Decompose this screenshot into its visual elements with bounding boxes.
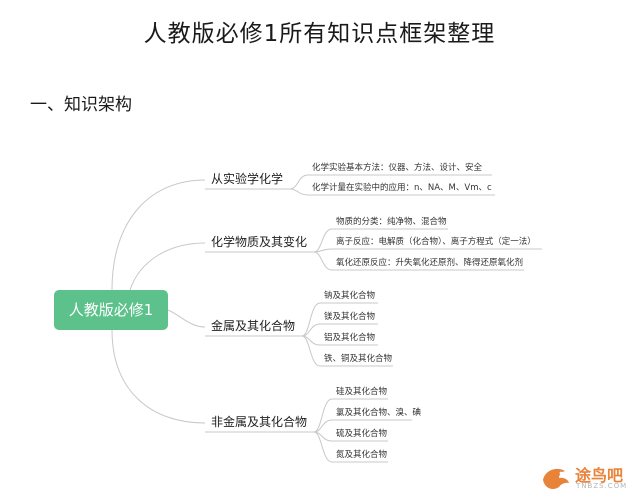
branch-node-2[interactable]: 化学物质及其变化: [211, 235, 308, 249]
connector-root-branch-3: [167, 309, 206, 328]
connector-b4-l1: [313, 398, 333, 433]
leaf-node[interactable]: 氧化还原反应：升失氧化还原剂、降得还原氧化剂: [336, 258, 524, 268]
connector-b4-l4: [313, 431, 333, 463]
leaf-node[interactable]: 钠及其化合物: [324, 291, 376, 301]
watermark-text: 途鸟吧: [575, 466, 624, 485]
branch-node-4[interactable]: 非金属及其化合物: [211, 415, 308, 429]
connector-root-branch-2: [129, 242, 206, 291]
leaf-node[interactable]: 镁及其化合物: [324, 312, 376, 322]
leaf-node[interactable]: 氯及其化合物、溴、碘: [336, 408, 422, 418]
leaf-node[interactable]: 铝及其化合物: [324, 333, 376, 343]
leaf-node[interactable]: 离子反应：电解质（化合物）、离子方程式（定一法）: [336, 237, 536, 247]
connector-b2-l1: [313, 228, 333, 253]
connector-b3-l2: [301, 323, 321, 337]
connector-b3-l4: [301, 335, 321, 367]
leaf-node[interactable]: 化学实验基本方法：仪器、方法、设计、安全: [312, 163, 483, 173]
connector-b3-l1: [301, 302, 321, 337]
connector-b1-l1: [289, 174, 309, 190]
leaf-node[interactable]: 氮及其化合物: [336, 450, 388, 460]
leaf-node[interactable]: 硅及其化合物: [336, 387, 388, 397]
bird-logo-icon: [543, 468, 569, 489]
leaf-node[interactable]: 物质的分类：纯净物、混合物: [336, 217, 447, 227]
branch-node-3[interactable]: 金属及其化合物: [211, 319, 296, 333]
leaf-node[interactable]: 硫及其化合物: [336, 429, 388, 439]
root-node[interactable]: 人教版必修1: [54, 290, 168, 330]
leaf-node[interactable]: 化学计量在实验中的应用：n、NA、M、Vm、c: [312, 183, 492, 193]
connector-b1-l2: [289, 188, 309, 196]
section-heading: 一、知识架构: [30, 95, 132, 115]
branch-node-1[interactable]: 从实验学化学: [211, 172, 284, 186]
connector-b2-l3: [313, 251, 333, 271]
connector-b4-l2: [313, 419, 333, 433]
page-title: 人教版必修1所有知识点框架整理: [143, 21, 496, 47]
leaf-node[interactable]: 铁、铜及其化合物: [324, 354, 393, 364]
watermark: 途鸟吧 TNBZS.COM: [539, 462, 635, 494]
watermark-subtext: TNBZS.COM: [576, 482, 628, 490]
connector-root-branch-4: [111, 329, 206, 424]
connector-root-branch-1: [111, 179, 206, 291]
